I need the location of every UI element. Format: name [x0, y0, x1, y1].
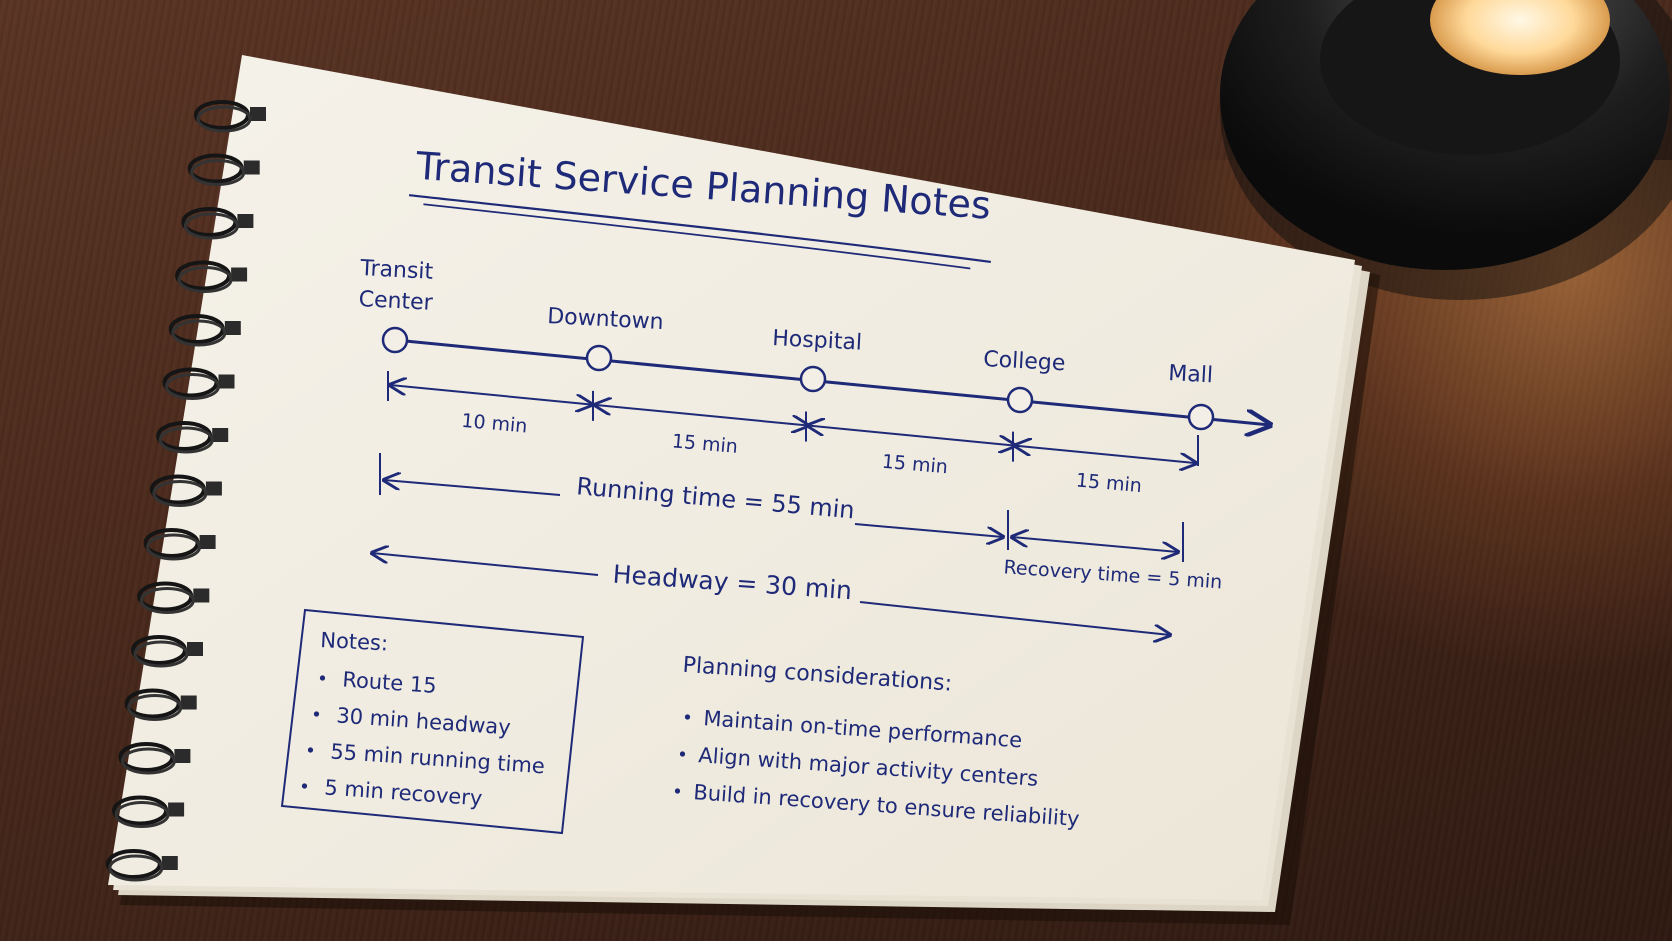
spiral-coil [156, 421, 229, 454]
stop-marker [1006, 386, 1034, 414]
stop-marker [1187, 403, 1215, 431]
route-line [394, 338, 1270, 425]
bullet-dot [307, 747, 314, 753]
spiral-coil [143, 528, 216, 561]
stop-marker [585, 344, 613, 372]
notebook-page [108, 55, 1355, 900]
running-time-arrow-right [854, 523, 1003, 537]
bullet-dot [674, 788, 681, 794]
spiral-coil [187, 153, 260, 186]
segment-dimension: 15 min [592, 390, 808, 458]
stop-marker [381, 326, 409, 354]
spiral-coil [124, 688, 197, 721]
segment-dimension: 10 min [387, 371, 592, 438]
spiral-coil [162, 367, 235, 400]
bullet-dot [301, 783, 308, 789]
segment-arrow [595, 405, 808, 426]
spiral-coil [168, 314, 241, 347]
spiral-coil [149, 474, 222, 507]
stop-marker [799, 365, 827, 393]
spiral-binding [105, 100, 266, 882]
headway-arrow-left [372, 553, 599, 576]
running-time-arrow-left [384, 480, 561, 496]
bullet-dot [679, 751, 686, 757]
route-stop: Mall [1168, 361, 1215, 431]
stop-label: Mall [1168, 361, 1214, 388]
segment-arrow [808, 426, 1015, 446]
spiral-coil [112, 795, 185, 828]
stop-label: Transit [359, 256, 434, 285]
notebook [108, 55, 1380, 925]
segment-arrow [1015, 446, 1196, 464]
spiral-coil [131, 635, 203, 668]
spiral-coil [175, 260, 248, 293]
recovery-arrow [1012, 537, 1178, 552]
spiral-coil [105, 849, 178, 882]
route-stop: College [983, 347, 1066, 414]
stop-label: Downtown [547, 304, 665, 335]
route-stop: Downtown [547, 304, 665, 372]
bullet-dot [319, 675, 326, 681]
title-underline-2 [423, 203, 971, 270]
stop-label: Hospital [772, 326, 863, 356]
title-underline [408, 194, 991, 264]
spiral-coil [137, 581, 210, 614]
spiral-coil [194, 100, 266, 133]
headway-arrow-right [859, 601, 1170, 635]
bullet-dot [313, 711, 320, 717]
stop-label: Center [358, 287, 434, 316]
lamp-bulb [1430, 0, 1610, 75]
route-stop: Hospital [772, 326, 863, 393]
spiral-coil [181, 207, 254, 240]
notes-box-border [280, 608, 585, 835]
spiral-coil [118, 742, 191, 775]
desk-lamp [1220, 0, 1672, 300]
stop-label: College [983, 347, 1066, 376]
bullet-dot [684, 714, 691, 720]
notes-heading: Notes: [320, 628, 389, 656]
segment-arrow [390, 385, 592, 405]
